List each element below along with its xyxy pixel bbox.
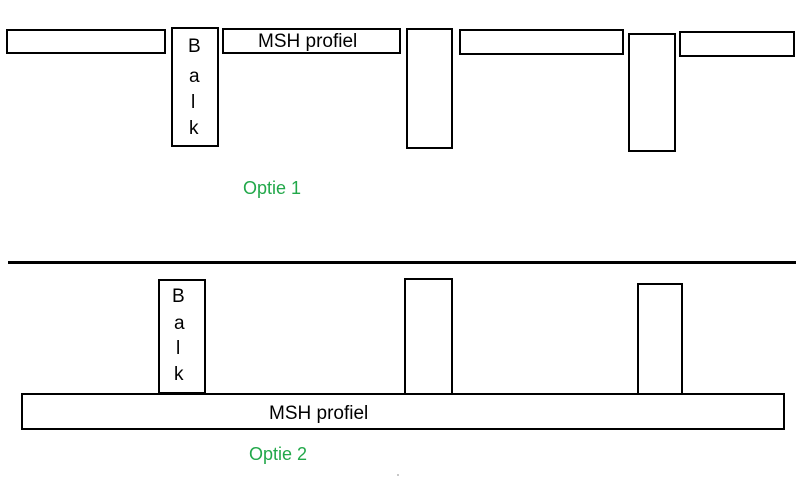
option1-title: Optie 1 [243,178,302,198]
option2-beam-letter-a: a [174,313,185,334]
option2-right-post [637,283,683,395]
option2-beam-box: B a l k [158,279,206,394]
option2-main-profile-bar: MSH profiel [21,393,785,430]
option2-beam-letter-k: k [174,364,184,385]
option1-beam-letter-k: k [189,118,199,139]
option2-title: Optie 2 [249,444,308,464]
option1-main-profile-bar: MSH profiel [222,28,401,54]
option1-beam-box: B a l k [171,27,219,147]
option2-beam-letter-b: B [172,286,185,307]
section-divider [8,261,796,264]
option1-right-post [628,33,676,152]
option1-beam-letter-l: l [191,92,196,113]
option2-profile-label: MSH profiel [269,403,369,424]
small-dot [397,474,399,476]
option2-middle-post [404,278,453,395]
option1-profile-label: MSH profiel [258,31,358,52]
option1-left-profile-bar [6,29,166,54]
option1-beam-letter-b: B [188,36,201,57]
option1-far-right-profile-bar [679,31,795,57]
option1-right-profile-bar [459,29,624,55]
option1-middle-post [406,28,453,149]
option2-beam-letter-l: l [176,338,181,359]
option1-beam-letter-a: a [189,66,200,87]
